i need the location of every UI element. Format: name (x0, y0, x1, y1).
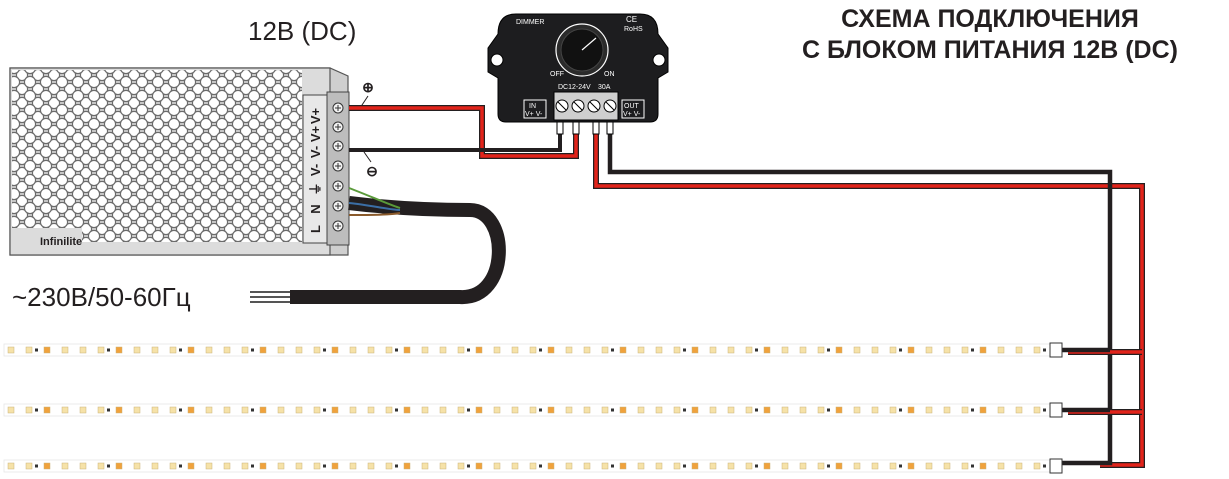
psu-output-label: 12В (DC) (248, 16, 356, 46)
dimmer-unit: DIMMER CE RoHS OFF ON DC12-24V 30A IN V+… (487, 13, 669, 135)
knob-indicator-icon (581, 37, 597, 51)
dimmer-off-label: OFF (550, 71, 564, 78)
minus-symbol-icon: ⊖ (366, 163, 378, 179)
led-strip (3, 342, 1063, 358)
plus-symbol-icon: ⊕ (362, 79, 374, 95)
dimmer-on-label: ON (604, 71, 615, 78)
psu-brand-logo: Infinilite (40, 236, 82, 248)
terminal-label-ground: ⏚ (308, 182, 323, 195)
terminal-label-n: N (308, 204, 323, 213)
dimmer-output-wires (593, 134, 1145, 468)
dimmer-spec-voltage: DC12-24V (558, 84, 591, 91)
psu-terminal-labels: V+ V+ V- V- ⏚ N L (308, 107, 323, 233)
led-strips (3, 342, 1063, 474)
dimmer-name: DIMMER (516, 19, 544, 26)
dimmer-rohs-mark: RoHS (624, 26, 643, 33)
psu-terminal-screws (332, 102, 344, 232)
dimmer-spec-current: 30A (598, 84, 611, 91)
power-supply: Infinilite V+ V+ V- V- ⏚ N L (9, 67, 350, 256)
dimmer-ce-mark: CE (626, 15, 637, 24)
dimmer-out-label: OUT (624, 103, 640, 110)
terminal-label-v-plus-2: V+ (308, 125, 323, 142)
dimmer-out-pins: V+ V- (623, 111, 641, 118)
diagram-title-line1: СХЕМА ПОДКЛЮЧЕНИЯ (841, 5, 1139, 33)
terminal-label-v-minus-1: V- (308, 146, 323, 158)
terminal-label-v-plus-1: V+ (308, 107, 323, 124)
dimmer-in-label: IN (529, 103, 536, 110)
dimmer-in-pins: V+ V- (525, 111, 543, 118)
ac-input-label: ~230В/50-60Гц (12, 282, 191, 312)
led-strip (3, 402, 1063, 418)
terminal-label-v-minus-2: V- (308, 164, 323, 176)
ac-input-cable (250, 187, 506, 304)
led-strip (3, 458, 1063, 474)
terminal-label-l: L (308, 225, 323, 233)
diagram-title-line2: С БЛОКОМ ПИТАНИЯ 12В (DC) (802, 36, 1178, 64)
psu-output-wires (349, 105, 579, 159)
